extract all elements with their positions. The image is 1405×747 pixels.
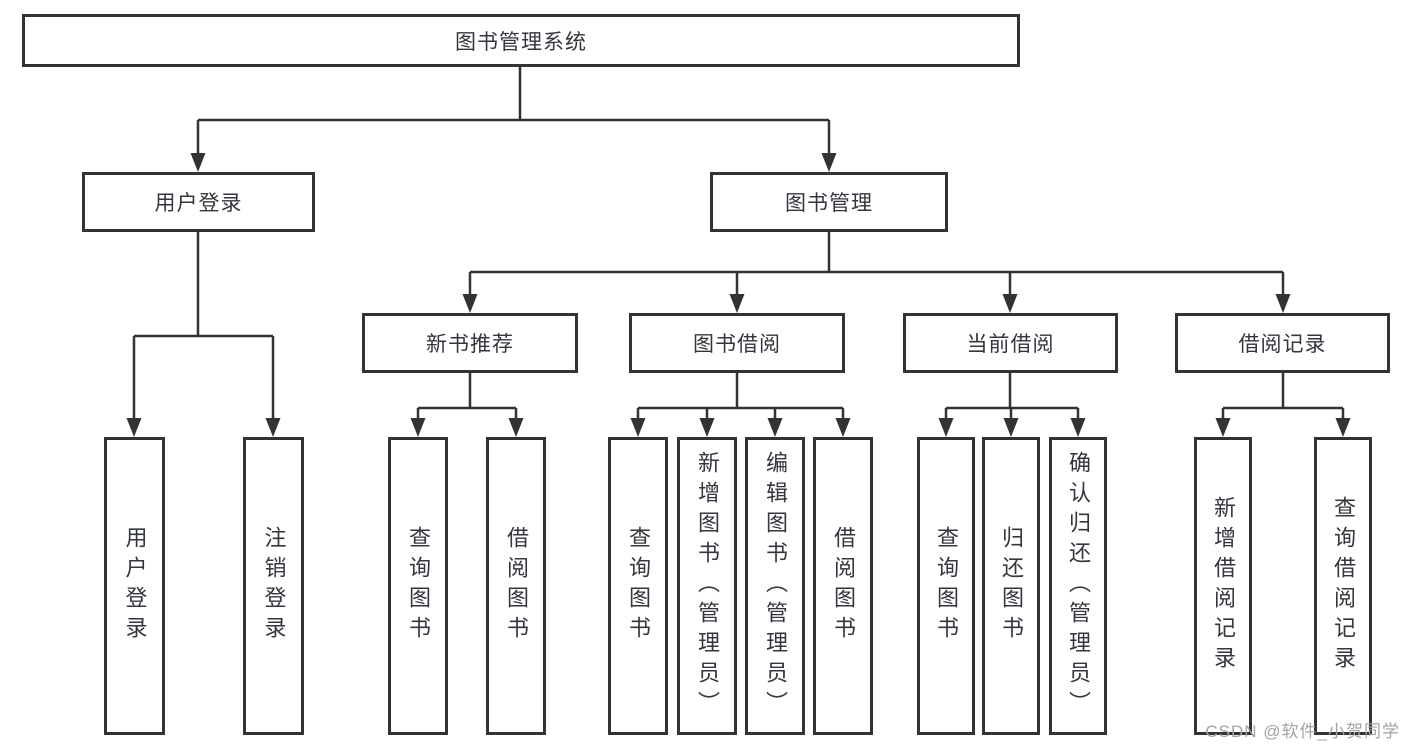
- node-leaf-logout: 注销登录: [243, 437, 304, 735]
- node-book-borrow: 图书借阅: [629, 313, 845, 373]
- node-br-query-record: 查询借阅记录: [1314, 437, 1372, 735]
- node-book-management-system: 图书管理系统: [22, 14, 1020, 67]
- node-cb-confirm-return-admin: 确认归还（管理员）: [1049, 437, 1107, 735]
- node-bb-add-book-admin: 新增图书（管理员）: [677, 437, 737, 735]
- node-current-borrow: 当前借阅: [903, 313, 1118, 373]
- node-user-login: 用户登录: [82, 172, 315, 232]
- node-cb-query-book: 查询图书: [917, 437, 975, 735]
- node-leaf-user-login: 用户登录: [104, 437, 165, 735]
- node-bb-borrow-book: 借阅图书: [813, 437, 873, 735]
- node-borrow-record: 借阅记录: [1175, 313, 1390, 373]
- node-rec-borrow-book: 借阅图书: [486, 437, 546, 735]
- node-br-add-record: 新增借阅记录: [1194, 437, 1252, 735]
- csdn-watermark: CSDN @软件_小贺同学: [1205, 722, 1400, 741]
- node-bb-query-book: 查询图书: [608, 437, 668, 735]
- node-rec-query-book: 查询图书: [388, 437, 448, 735]
- node-new-book-recommend: 新书推荐: [362, 313, 578, 373]
- node-bb-edit-book-admin: 编辑图书（管理员）: [745, 437, 805, 735]
- node-book-management: 图书管理: [710, 172, 948, 232]
- node-cb-return-book: 归还图书: [982, 437, 1040, 735]
